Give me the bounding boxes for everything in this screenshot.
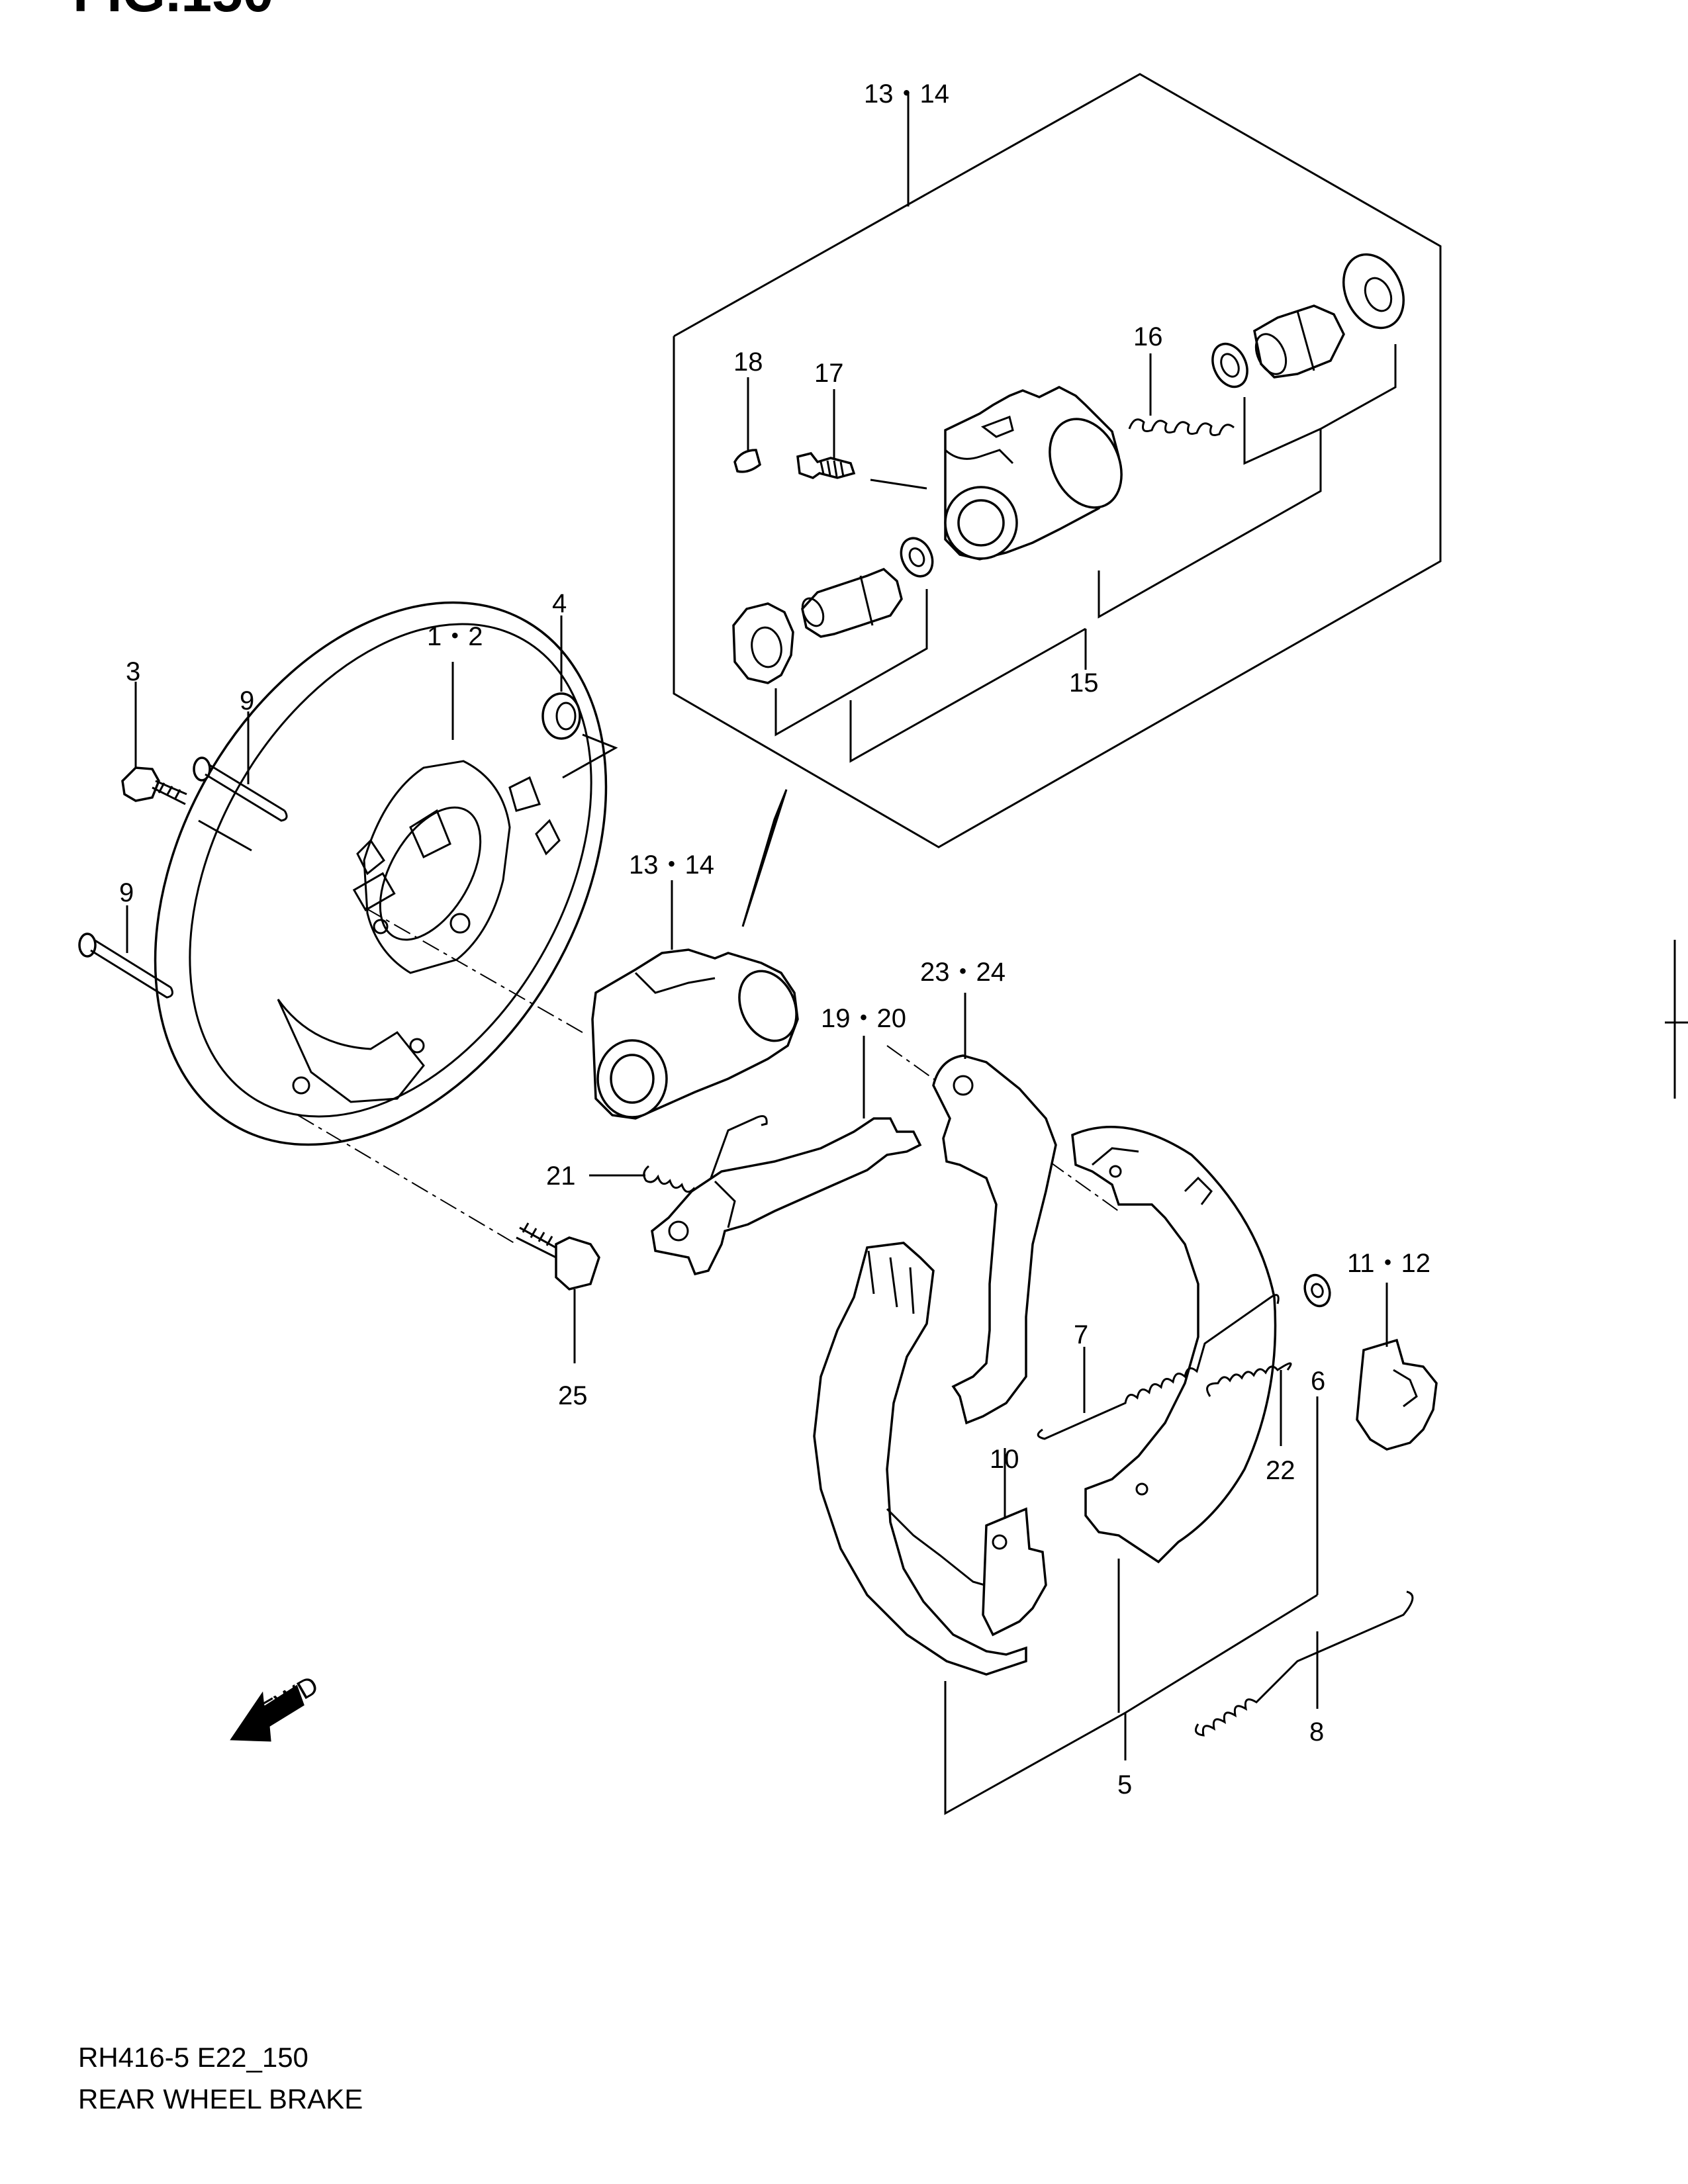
parking-lever-23-24: [932, 1054, 1057, 1425]
spring-21: [643, 1115, 768, 1197]
washer-6: [1303, 1273, 1331, 1308]
spring-16: [1128, 418, 1235, 436]
bolt-25: [516, 1222, 600, 1291]
piston-left: [801, 567, 903, 638]
clip-10: [982, 1507, 1047, 1637]
leader-15-lower: [849, 627, 1086, 763]
strut-19-20: [651, 1117, 922, 1276]
callout-23-24: 23・24: [920, 958, 1006, 987]
pin-9-upper: [193, 756, 288, 822]
spring-8: [1194, 1590, 1414, 1737]
wheel-cylinder-assembled: [591, 948, 799, 1120]
exploded-view-arrow: [741, 789, 788, 927]
spring-7: [1037, 1294, 1280, 1440]
cup-seal-left: [900, 537, 934, 578]
callout-22: 22: [1266, 1456, 1295, 1485]
callout-9-top: 9: [240, 686, 254, 715]
wheel-cylinder-body: [944, 386, 1123, 561]
clip-11-12: [1356, 1338, 1438, 1451]
callout-11-12: 11・12: [1347, 1249, 1430, 1278]
pin-9-lower: [78, 933, 173, 999]
figure-title: FIG.150: [73, 0, 273, 24]
callout-4: 4: [552, 589, 567, 618]
backing-plate: [154, 601, 608, 1146]
callout-15: 15: [1069, 668, 1099, 698]
cup-seal-right: [1211, 342, 1248, 388]
callout-18: 18: [733, 347, 763, 377]
callout-3: 3: [126, 657, 140, 686]
fwd-arrow-icon: FWD: [230, 1670, 324, 1742]
piston-right: [1253, 304, 1345, 379]
leader-4-shape: [562, 733, 618, 779]
leader-17-to-cylinder: [870, 478, 927, 490]
callout-13-14-top: 13・14: [864, 79, 949, 109]
callout-17: 17: [814, 359, 844, 388]
bleeder-screw-17: [796, 452, 856, 479]
callout-7: 7: [1074, 1320, 1088, 1349]
spring-22: [1206, 1362, 1292, 1397]
wheel-cylinder-kit-box: [673, 73, 1442, 848]
callout-6: 6: [1311, 1367, 1325, 1396]
leader-15-top: [1098, 429, 1322, 619]
figure-name: REAR WHEEL BRAKE: [78, 2083, 363, 2115]
leader-5-shape: [944, 1594, 1318, 1815]
callout-1-2: 1・2: [427, 622, 483, 651]
centerline-backing-2: [297, 1115, 517, 1245]
bolt-3: [121, 766, 187, 805]
callout-25: 25: [558, 1381, 588, 1410]
fwd-label: FWD: [257, 1670, 324, 1726]
callout-9-bottom: 9: [119, 878, 134, 907]
figure-code: RH416-5 E22_150: [78, 2042, 308, 2073]
leader-3-dash: [198, 819, 252, 852]
callout-13-14-mid: 13・14: [629, 850, 714, 880]
callout-16: 16: [1133, 322, 1163, 351]
leader-15-left: [774, 589, 928, 737]
plug-4: [541, 692, 581, 740]
dust-boot-right: [1342, 253, 1405, 330]
callout-5: 5: [1117, 1770, 1132, 1799]
bleeder-cap-18: [733, 449, 761, 473]
callout-21: 21: [546, 1161, 576, 1191]
callout-10: 10: [990, 1445, 1019, 1474]
callout-19-20: 19・20: [821, 1004, 906, 1033]
centerline-backing-1: [365, 907, 583, 1033]
brake-shoe-right: [1071, 1126, 1277, 1564]
dust-boot-left: [732, 602, 794, 684]
callout-8: 8: [1309, 1717, 1324, 1747]
